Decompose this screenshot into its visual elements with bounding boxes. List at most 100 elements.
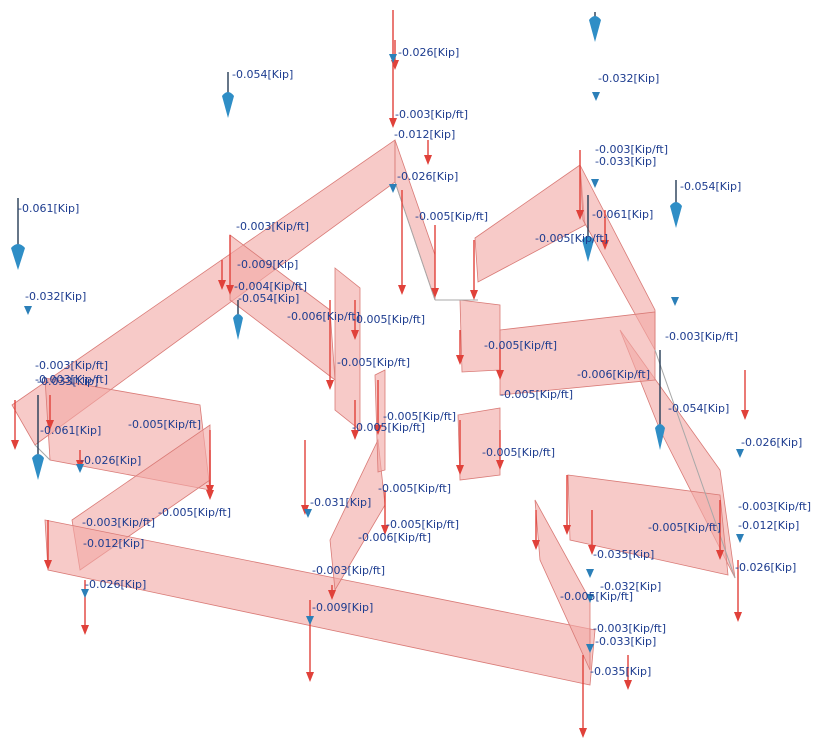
distributed-load-panel [459, 299, 501, 373]
point-load-arrow-head [588, 545, 596, 555]
load-value-label: -0.005[Kip/ft] [560, 590, 633, 603]
distributed-load-panel [334, 267, 361, 431]
point-load-tip [76, 464, 84, 473]
point-load-arrow-head [306, 672, 314, 682]
load-value-label: -0.005[Kip/ft] [386, 518, 459, 531]
point-load-arrow-head [624, 680, 632, 690]
load-value-label: -0.061[Kip] [592, 208, 653, 221]
load-value-label: -0.003[Kip/ft] [738, 500, 811, 513]
load-value-label: -0.005[Kip/ft] [378, 482, 451, 495]
load-value-label: -0.033[Kip] [595, 635, 656, 648]
point-load-arrow-head [351, 330, 359, 340]
point-load-arrow-head [576, 210, 584, 220]
point-load-tip [736, 534, 744, 543]
load-value-label: -0.003[Kip/ft] [595, 143, 668, 156]
point-load-tip [592, 92, 600, 101]
point-load-arrow-head [46, 420, 54, 430]
point-load-cone [670, 202, 682, 228]
point-load-tip [591, 179, 599, 188]
point-load-arrow-head [579, 728, 587, 738]
load-value-label: -0.006[Kip/ft] [358, 531, 431, 544]
load-value-label: -0.032[Kip] [600, 580, 661, 593]
load-value-label: -0.054[Kip] [680, 180, 741, 193]
point-load-arrow-head [328, 590, 336, 600]
point-load-arrow-head [424, 155, 432, 165]
point-load-arrow-head [470, 290, 478, 300]
point-load-cone [233, 314, 243, 340]
load-value-label: -0.032[Kip] [25, 290, 86, 303]
load-value-label: -0.005[Kip/ft] [484, 339, 557, 352]
point-load-tip [586, 594, 594, 603]
point-load-tip [304, 509, 312, 518]
load-value-label: -0.005[Kip/ft] [383, 410, 456, 423]
point-load-arrow-head [391, 60, 399, 70]
load-value-label: -0.005[Kip/ft] [500, 388, 573, 401]
point-load-tip [736, 449, 744, 458]
load-labels: -0.026[Kip] -0.054[Kip] -0.032[Kip] -0.003[… [18, 46, 811, 678]
point-load-cone [11, 244, 25, 270]
point-load-arrow-head [741, 410, 749, 420]
load-value-label: -0.003[Kip/ft] [593, 622, 666, 635]
point-load-tip [389, 184, 397, 193]
load-value-label: -0.012[Kip] [738, 519, 799, 532]
point-load-arrow-head [11, 440, 19, 450]
point-load-cone [32, 454, 44, 480]
point-load-cone [589, 16, 601, 42]
point-load-arrow-head [389, 118, 397, 128]
load-value-label: -0.005[Kip/ft] [352, 421, 425, 434]
load-value-label: -0.026[Kip] [741, 436, 802, 449]
load-value-label: -0.032[Kip] [598, 72, 659, 85]
point-load-arrow-head [374, 425, 382, 435]
load-value-label: -0.003[Kip/ft] [35, 359, 108, 372]
load-value-label: -0.003[Kip/ft] [665, 330, 738, 343]
load-value-label: -0.005[Kip/ft] [482, 446, 555, 459]
load-value-label: -0.061[Kip] [18, 202, 79, 215]
point-load-tip [389, 54, 397, 63]
load-value-label: -0.033[Kip] [37, 375, 98, 388]
load-value-label: -0.009[Kip] [312, 601, 373, 614]
point-load-arrow-head [326, 380, 334, 390]
distributed-load-panels [11, 139, 736, 686]
load-value-label: -0.033[Kip] [595, 155, 656, 168]
load-value-label: -0.003[Kip/ft] [82, 516, 155, 529]
point-load-cone [655, 424, 665, 450]
load-value-label: -0.026[Kip] [735, 561, 796, 574]
point-load-arrow-head [381, 525, 389, 535]
point-load-cone [582, 236, 594, 262]
load-value-label: -0.031[Kip] [310, 496, 371, 509]
load-value-label: -0.054[Kip] [232, 68, 293, 81]
point-load-tip [586, 569, 594, 578]
load-value-label: -0.005[Kip/ft] [337, 356, 410, 369]
load-value-label: -0.005[Kip/ft] [648, 521, 721, 534]
point-load-arrow-head [431, 288, 439, 298]
point-load-tip [671, 297, 679, 306]
load-value-label: -0.026[Kip] [397, 170, 458, 183]
point-load-arrow-head [563, 525, 571, 535]
point-load-arrow-head [532, 540, 540, 550]
load-value-label: -0.005[Kip/ft] [415, 210, 488, 223]
load-value-label: -0.003[Kip/ft] [395, 108, 468, 121]
distributed-load-panel [499, 311, 656, 396]
load-value-label: -0.005[Kip/ft] [128, 418, 201, 431]
load-value-label: -0.009[Kip] [237, 258, 298, 271]
load-value-label: -0.012[Kip] [83, 537, 144, 550]
load-value-label: -0.054[Kip] [238, 292, 299, 305]
point-load-tip [81, 589, 89, 598]
point-load-arrow-head [226, 285, 234, 295]
point-load-arrow-head [456, 465, 464, 475]
point-load-arrow-head [81, 625, 89, 635]
load-value-label: -0.003[Kip/ft] [35, 373, 108, 386]
point-load-arrow-head [456, 355, 464, 365]
point-load-arrow-head [351, 430, 359, 440]
point-load-arrow-head [601, 240, 609, 250]
point-load-arrow-head [218, 280, 226, 290]
load-value-label: -0.054[Kip] [668, 402, 729, 415]
point-load-tip [306, 616, 314, 625]
load-value-label: -0.005[Kip/ft] [352, 313, 425, 326]
load-value-label: -0.003[Kip/ft] [236, 220, 309, 233]
load-value-label: -0.004[Kip/ft] [234, 280, 307, 293]
point-load-arrow-head [398, 285, 406, 295]
load-value-label: -0.061[Kip] [40, 424, 101, 437]
load-value-label: -0.006[Kip/ft] [577, 368, 650, 381]
